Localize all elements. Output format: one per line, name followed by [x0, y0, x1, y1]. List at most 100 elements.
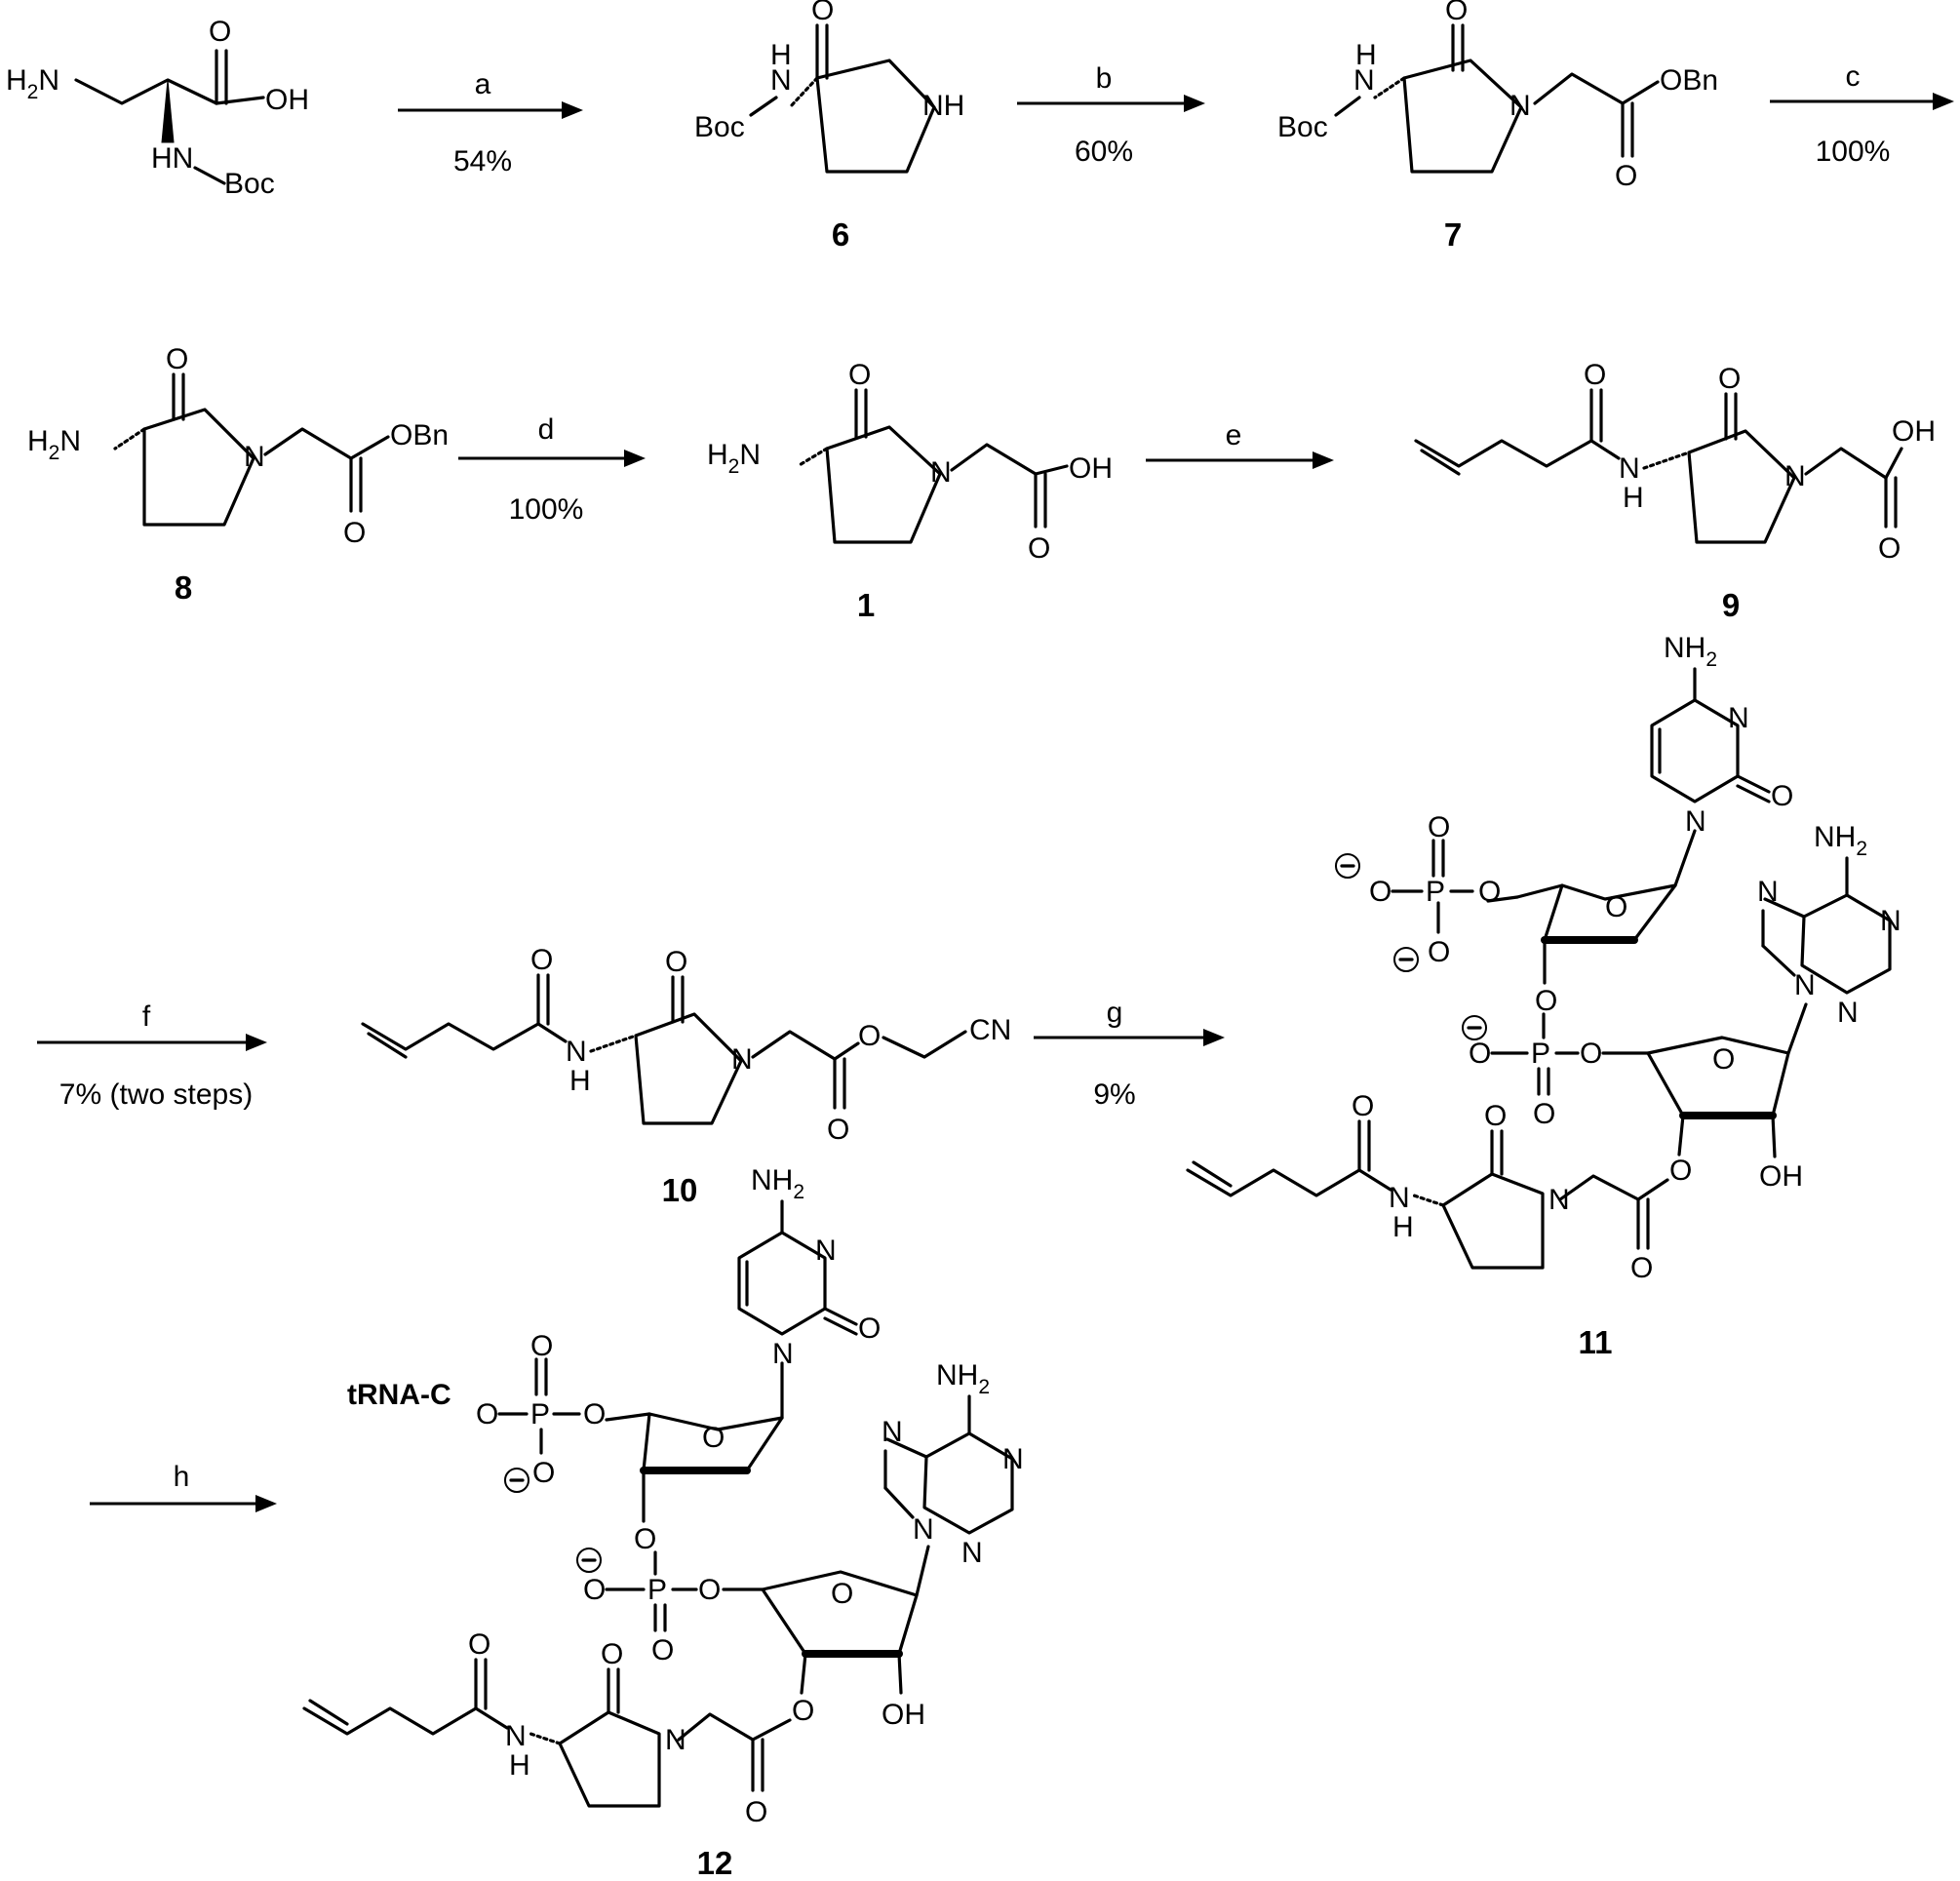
- bond: [1420, 449, 1461, 476]
- step-yield: 54%: [453, 145, 512, 177]
- atom-label: P: [1426, 876, 1445, 908]
- compound-start-structure: H2N O OH HN Boc: [6, 16, 309, 200]
- compound-11-label: 11: [1579, 1324, 1613, 1360]
- atom-label: H2N: [6, 64, 59, 103]
- atom-label: O: [1028, 532, 1050, 565]
- atom-label: NH2: [1814, 821, 1867, 860]
- atom-label: N: [1002, 1443, 1024, 1475]
- bond: [1543, 883, 1677, 942]
- atom-label: O: [166, 343, 188, 375]
- atom-label: N: [1880, 905, 1901, 937]
- bond: [263, 427, 353, 460]
- bond: [788, 76, 819, 109]
- atom-label: CN: [969, 1014, 1011, 1046]
- atom-label: O: [530, 1330, 553, 1362]
- atom-label: O: [1878, 532, 1901, 565]
- atom-label: O: [745, 1796, 767, 1828]
- atom-label: O: [1478, 876, 1501, 908]
- atom-label: H: [1392, 1211, 1414, 1243]
- compound-10-structure: O N H O N O O CN: [361, 944, 1011, 1146]
- step-label: d: [538, 413, 555, 446]
- atom-label: O: [468, 1628, 490, 1661]
- atom-label: O: [343, 517, 366, 549]
- bond: [474, 1706, 509, 1730]
- atom-label: N: [1784, 460, 1806, 492]
- atom-label: N: [961, 1537, 983, 1569]
- bond: [1736, 774, 1771, 794]
- compound-12-label: 12: [697, 1845, 733, 1881]
- atom-label: NH2: [751, 1164, 804, 1203]
- compound-10-label: 10: [662, 1172, 698, 1208]
- bond: [1412, 1194, 1445, 1207]
- atom-label: O: [1712, 1043, 1735, 1076]
- atom-label: N: [731, 1043, 753, 1076]
- step-e-arrow: e: [1146, 419, 1334, 469]
- atom-label: OH: [1892, 415, 1936, 448]
- bond: [751, 1718, 792, 1742]
- atom-label: N: [1757, 876, 1779, 908]
- atom-label: O: [1605, 891, 1627, 923]
- atom-label: Boc: [694, 111, 745, 143]
- atom-label: N: [1619, 452, 1640, 485]
- bond: [634, 1012, 743, 1125]
- bond: [558, 1710, 661, 1808]
- atom-label: Boc: [1277, 111, 1328, 143]
- atom-label: N: [1728, 702, 1749, 734]
- atom-label: O: [476, 1398, 498, 1430]
- bond: [1736, 784, 1771, 803]
- atom-label: O: [1428, 936, 1450, 968]
- step-c-arrow: c 100%: [1770, 60, 1954, 168]
- bond: [74, 78, 218, 105]
- atom-label: O: [1630, 1252, 1653, 1284]
- atom-label: N: [815, 1234, 837, 1267]
- step-f-arrow: f 7% (two steps): [37, 1000, 267, 1111]
- arrow-head-icon: [1203, 1029, 1225, 1046]
- atom-label: NH2: [1664, 632, 1717, 671]
- bond: [642, 1412, 784, 1472]
- bond: [1673, 829, 1697, 887]
- atom-label: O: [209, 16, 231, 48]
- bond: [1414, 439, 1593, 468]
- atom-label: O: [858, 1313, 881, 1345]
- arrow-head-icon: [624, 450, 646, 467]
- atom-label: O: [1669, 1155, 1692, 1187]
- compound-6-label: 6: [832, 216, 849, 253]
- arrow-head-icon: [562, 101, 583, 119]
- step-b-arrow: b 60%: [1017, 62, 1205, 168]
- atom-label: H: [1623, 482, 1644, 514]
- atom-label: O: [1615, 160, 1637, 192]
- charge-minus-icon: [576, 1548, 602, 1573]
- bond: [677, 1712, 755, 1742]
- compound-1-structure: O N O OH H2N: [707, 359, 1113, 565]
- bond: [1334, 96, 1361, 117]
- step-g-arrow: g 9%: [1034, 997, 1225, 1111]
- atom-label: O: [1580, 1038, 1602, 1070]
- bond: [361, 1022, 540, 1051]
- bond: [1192, 1160, 1233, 1188]
- bond: [1441, 1172, 1545, 1270]
- atom-label: O: [702, 1422, 725, 1454]
- atom-label: N: [1353, 64, 1375, 97]
- atom-label: N: [1837, 997, 1859, 1029]
- atom-label: O: [698, 1574, 721, 1606]
- bond: [1621, 80, 1660, 105]
- bond: [749, 96, 778, 117]
- step-label: f: [142, 1000, 151, 1033]
- charge-minus-icon: [1335, 853, 1360, 879]
- atom-label: H: [569, 1065, 591, 1097]
- step-h-arrow: h: [90, 1461, 277, 1512]
- bond: [885, 1437, 928, 1459]
- atom-label: H2N: [27, 425, 81, 464]
- compound-12-structure: NH2 N O N O O P O O tRNA-C O O P O O: [302, 1164, 1024, 1828]
- atom-label: O: [858, 1020, 881, 1052]
- bond: [1515, 883, 1564, 899]
- bond: [1402, 59, 1523, 174]
- atom-label: N: [244, 441, 265, 473]
- compound-1-label: 1: [857, 587, 875, 623]
- atom-label: O: [827, 1114, 849, 1146]
- bond: [1761, 944, 1796, 977]
- bond: [1771, 1114, 1777, 1158]
- compound-8-label: 8: [175, 569, 192, 606]
- compound-9-label: 9: [1722, 587, 1740, 623]
